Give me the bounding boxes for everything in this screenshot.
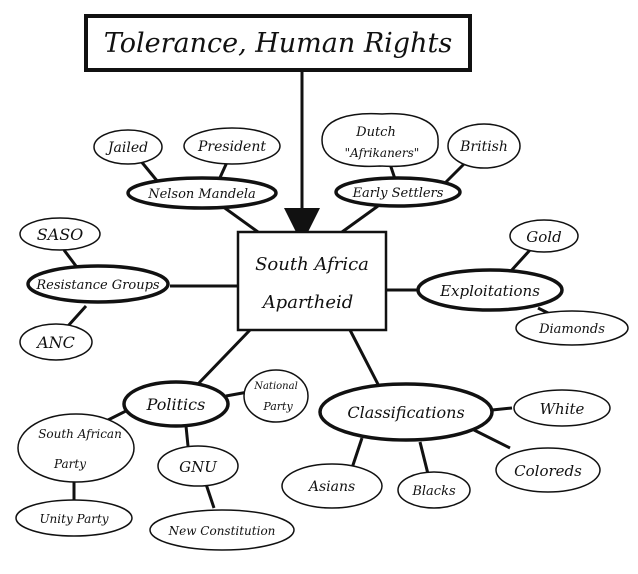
label-dutch: Dutch	[355, 125, 396, 140]
label-resistance-groups: Resistance Groups	[35, 278, 160, 293]
label-asians: Asians	[307, 479, 355, 495]
line-center-mandela	[221, 204, 259, 234]
node-white	[513, 389, 611, 427]
node-politics	[122, 380, 230, 428]
label-president: President	[197, 139, 266, 155]
label-politics: Politics	[146, 395, 206, 414]
label-coloreds: Coloreds	[514, 462, 582, 480]
label-diamonds: Diamonds	[538, 322, 605, 337]
node-coloreds	[495, 447, 601, 493]
label-gnu: GNU	[179, 458, 218, 476]
node-dutch	[321, 112, 439, 168]
label-new-constitution: New Constitution	[168, 524, 276, 538]
node-gnu	[157, 445, 239, 487]
line-politics-gnu	[184, 425, 190, 447]
label-jailed: Jailed	[105, 140, 148, 156]
line-center-politics	[196, 328, 252, 386]
label-nelson-mandela: Nelson Mandela	[147, 187, 256, 202]
node-diamonds	[515, 310, 629, 346]
label-national: National	[253, 381, 298, 392]
node-unity-party	[15, 499, 133, 537]
label-south-african-party: Party	[53, 457, 86, 471]
node-british	[447, 123, 521, 169]
label-afrikaners: "Afrikaners"	[345, 146, 420, 160]
title-box	[84, 14, 472, 72]
node-resistance-groups	[26, 264, 170, 304]
line-gnu-constitution	[204, 483, 216, 509]
line-exploit-gold	[508, 248, 532, 274]
line-resistance-saso	[62, 249, 78, 267]
node-gold	[509, 219, 579, 253]
node-exploitations	[416, 268, 564, 312]
node-anc	[19, 323, 93, 361]
node-nelson-mandela	[126, 176, 278, 210]
line-class-coloreds	[473, 428, 511, 450]
node-blacks	[397, 471, 471, 509]
node-saso	[19, 217, 101, 251]
label-gold: Gold	[526, 228, 561, 246]
label-south-african: South African	[38, 427, 122, 441]
label-saso: SASO	[37, 225, 84, 244]
center-line2: Apartheid	[261, 292, 354, 313]
label-white: White	[540, 400, 585, 418]
node-classifications	[318, 382, 494, 442]
node-early-settlers	[334, 176, 462, 208]
node-asians	[281, 463, 383, 509]
label-unity-party: Unity Party	[39, 512, 108, 526]
node-south-african-party	[17, 413, 135, 483]
line-center-class	[348, 329, 384, 393]
label-blacks: Blacks	[411, 484, 456, 499]
line-politics-southafrican	[107, 408, 129, 422]
label-exploitations: Exploitations	[439, 282, 540, 300]
line-class-asians	[350, 437, 364, 469]
node-president	[183, 127, 281, 165]
node-national-party	[243, 369, 309, 423]
label-national-party: Party	[262, 400, 293, 413]
label-anc: ANC	[35, 333, 75, 352]
line-center-settlers	[341, 204, 379, 234]
center-box	[236, 230, 388, 332]
node-jailed	[93, 129, 163, 165]
line-resistance-anc	[66, 304, 88, 328]
title-text: Tolerance, Human Rights	[104, 28, 452, 59]
node-new-constitution	[149, 509, 295, 551]
line-mandela-jailed	[138, 159, 160, 183]
line-class-white	[491, 406, 513, 412]
label-early-settlers: Early Settlers	[352, 186, 444, 201]
label-classifications: Classifications	[347, 403, 464, 422]
label-british: British	[459, 139, 508, 155]
center-line1: South Africa	[255, 254, 369, 275]
line-class-blacks	[418, 441, 430, 475]
